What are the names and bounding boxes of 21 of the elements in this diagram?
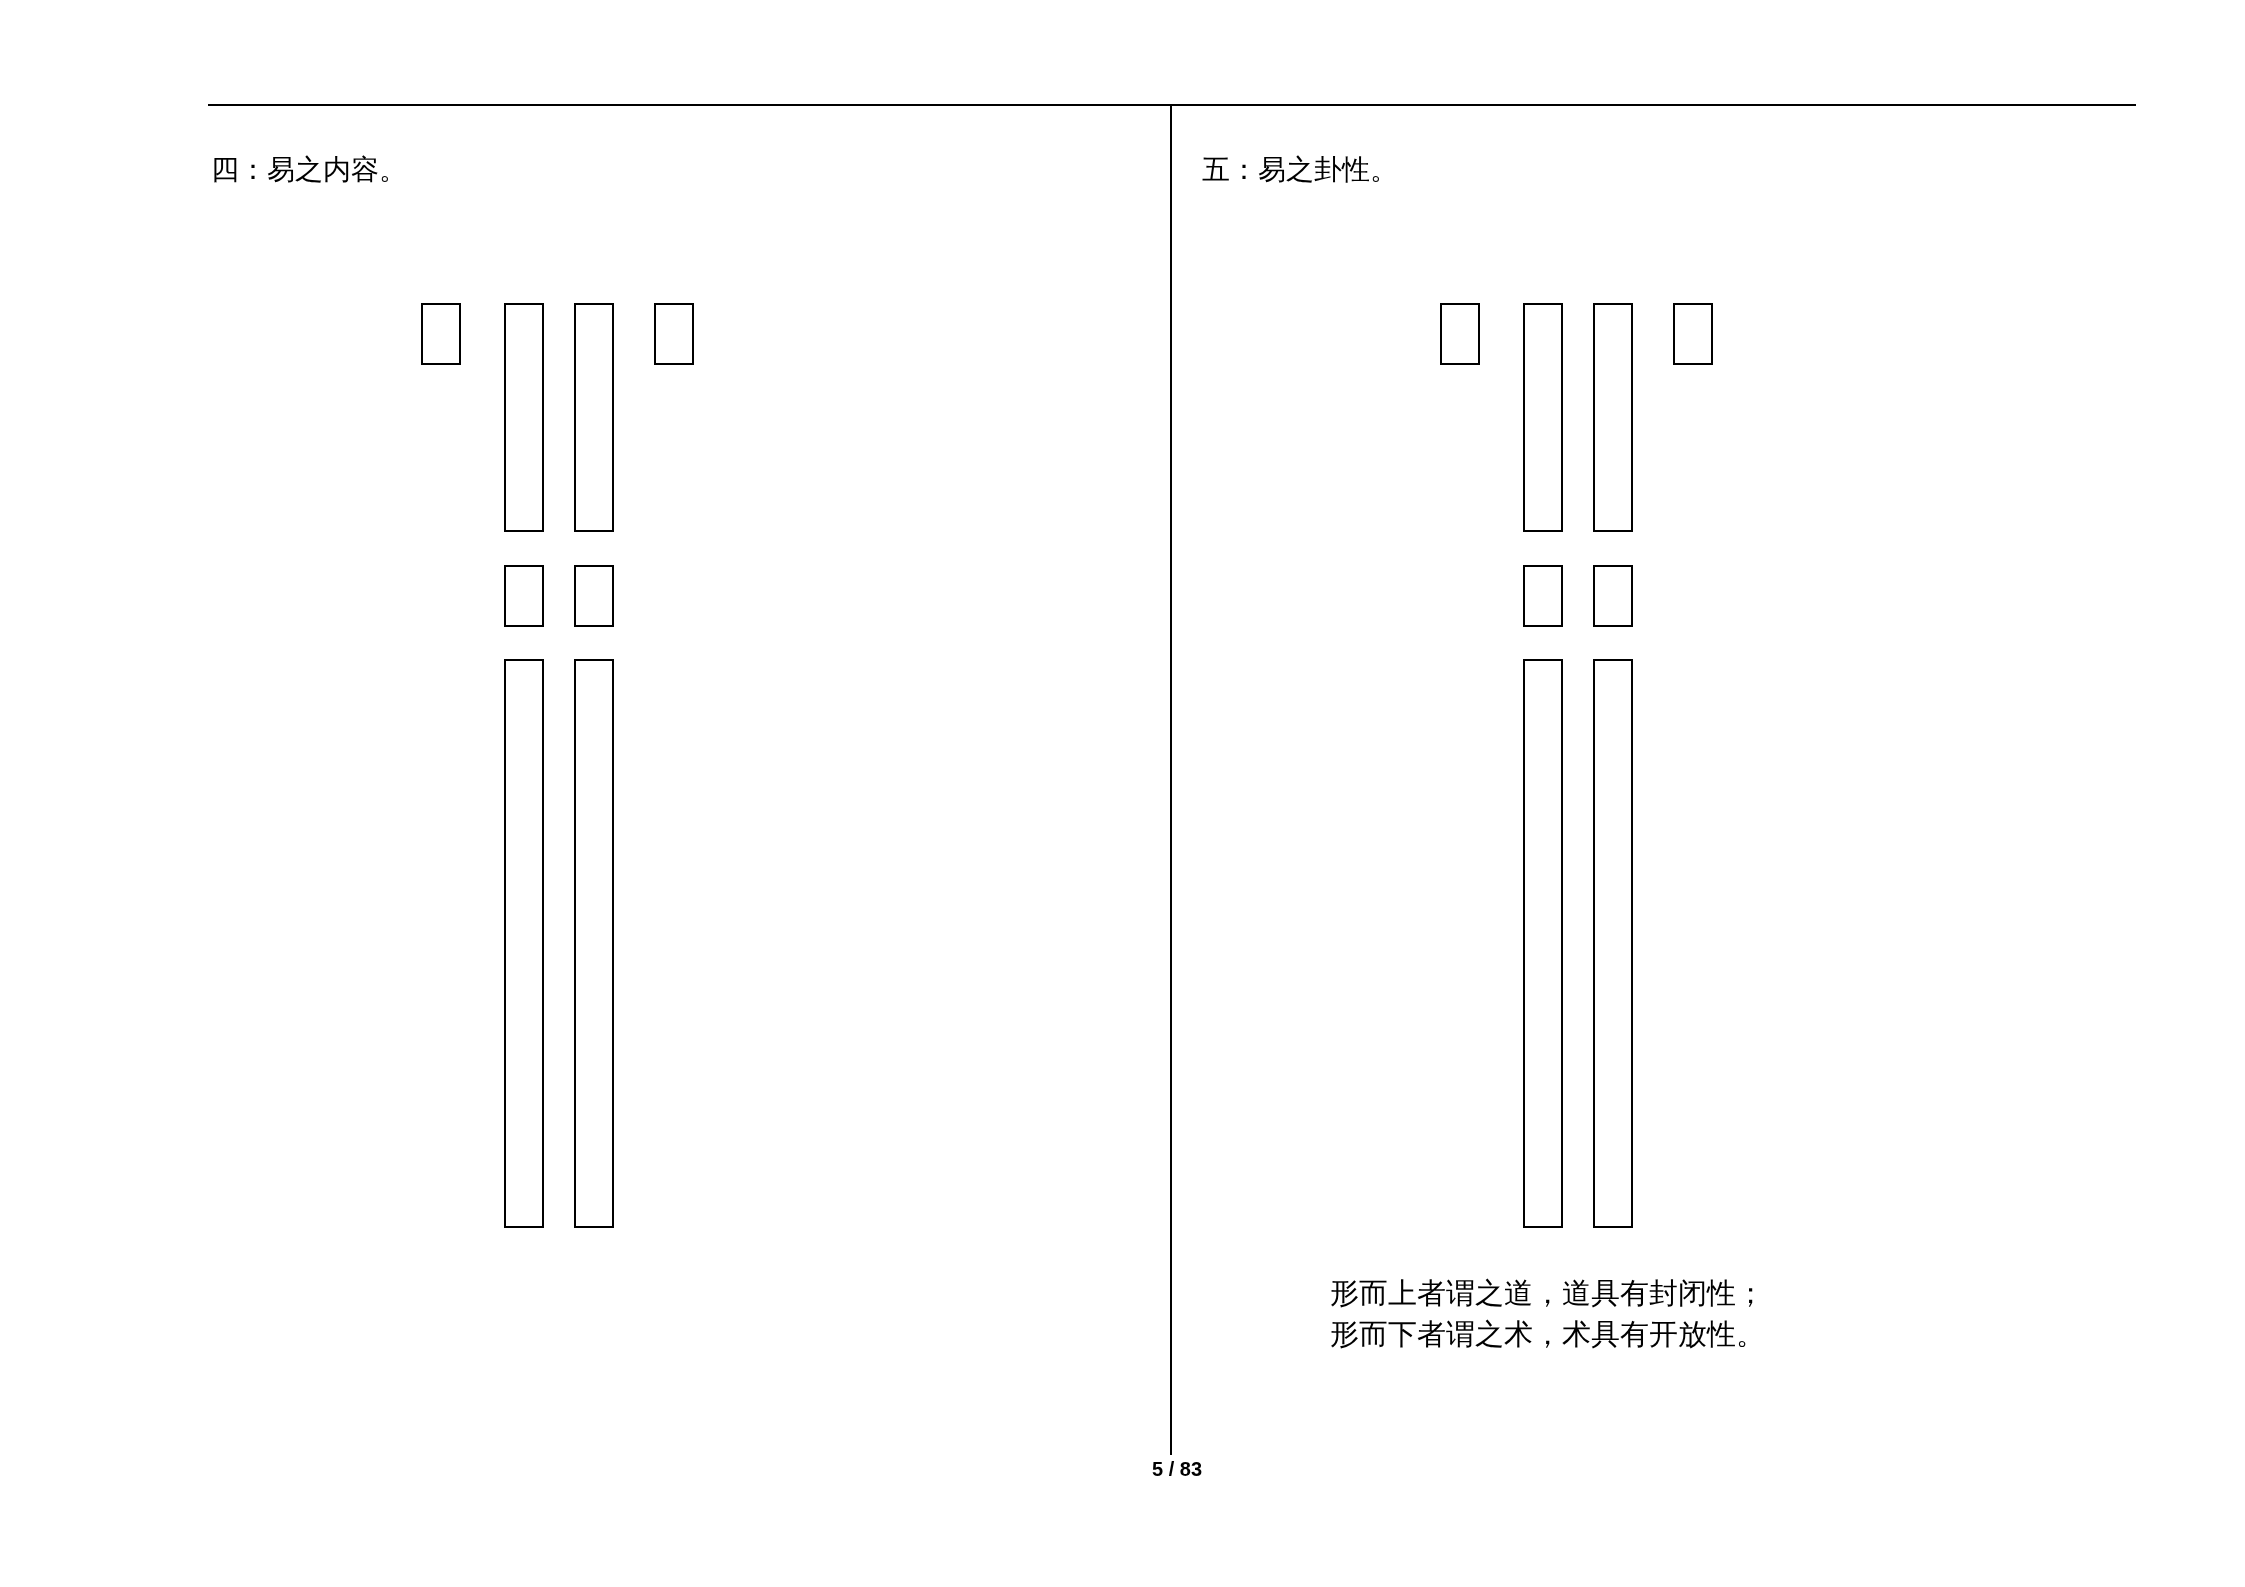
box-outline (1523, 565, 1563, 627)
box-outline (504, 565, 544, 627)
box-outline (504, 659, 544, 1228)
box-outline (421, 303, 461, 365)
box-outline (1440, 303, 1480, 365)
box-outline (1523, 303, 1563, 532)
box-outline (574, 659, 614, 1228)
box-outline (1593, 303, 1633, 532)
body-text: 形而下者谓之术，术具有开放性。 (1330, 1317, 1765, 1352)
box-outline (1523, 659, 1563, 1228)
box-outline (1673, 303, 1713, 365)
box-outline (574, 565, 614, 627)
section-heading: 五：易之卦性。 (1202, 155, 1398, 185)
section-heading: 四：易之内容。 (211, 155, 407, 185)
box-outline (504, 303, 544, 532)
body-text: 形而上者谓之道，道具有封闭性； (1330, 1276, 1765, 1311)
page-number: 5 / 83 (1150, 1457, 1203, 1481)
box-outline (654, 303, 694, 365)
box-outline (574, 303, 614, 532)
box-outline (1593, 565, 1633, 627)
box-outline (1593, 659, 1633, 1228)
